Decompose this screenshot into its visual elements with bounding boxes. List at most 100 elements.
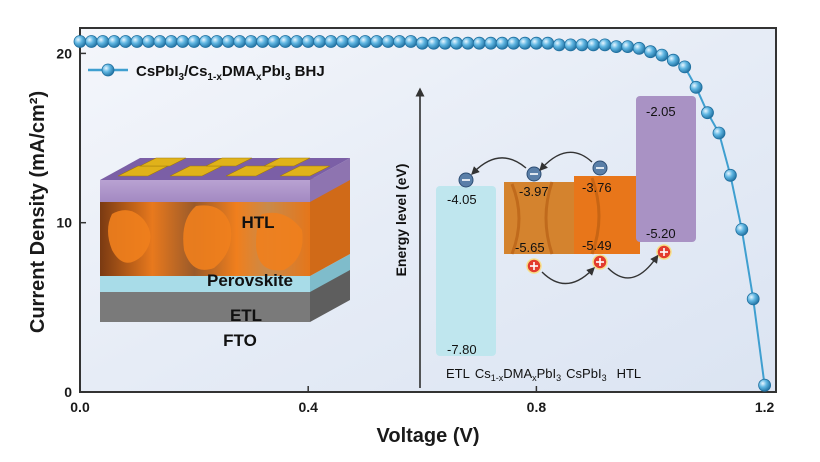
etl-homo: -7.80	[447, 342, 477, 357]
energy-axis-label: Energy level (eV)	[393, 164, 409, 277]
bhj-homo: -5.65	[515, 240, 545, 255]
y-tick-label: 0	[64, 384, 72, 400]
etl-side	[310, 254, 350, 292]
label-cspbi3-sub: 3	[602, 373, 607, 383]
hole-icon	[656, 244, 672, 260]
label-htl: HTL	[617, 366, 642, 381]
data-point	[153, 35, 167, 48]
data-point	[381, 35, 395, 48]
label-bhj-sub: 3	[556, 373, 561, 383]
htl-side	[310, 158, 350, 202]
data-point	[450, 36, 463, 50]
data-point	[142, 35, 155, 48]
plot-frame	[79, 27, 777, 393]
etl-lumo: -4.05	[447, 192, 477, 207]
cspbi3-homo: -5.49	[582, 238, 612, 253]
electron-icon	[592, 160, 608, 176]
device-stack: FTO ETL Perovskite HTL	[100, 157, 350, 350]
label-cspbi3: CsPbI	[566, 366, 601, 381]
data-point	[746, 292, 760, 306]
y-tick-label: 20	[56, 45, 72, 61]
data-point	[724, 168, 737, 182]
legend-label: CsPbI3/Cs1-xDMAxPbI3 BHJ	[136, 63, 325, 83]
etl-band	[436, 186, 496, 356]
legend-label-sub: 3	[179, 72, 185, 83]
data-point	[564, 38, 577, 52]
legend-label-part: /Cs	[184, 63, 207, 80]
data-point	[256, 35, 270, 48]
htl-front	[100, 180, 310, 202]
data-point	[701, 106, 714, 120]
data-point	[598, 38, 612, 52]
perovskite-domain	[183, 205, 232, 270]
data-point	[404, 35, 418, 48]
data-point	[187, 35, 201, 48]
legend-label-part: CsPbI	[136, 63, 179, 80]
data-point	[484, 36, 498, 50]
htl-band	[636, 96, 696, 242]
gold-electrodes	[117, 157, 331, 177]
data-point	[278, 35, 292, 48]
x-tick-label: 0.0	[70, 399, 90, 415]
htl-homo: -5.20	[646, 226, 676, 241]
y-axis-label: Current Density (mA/cm²)	[27, 91, 49, 333]
series-markers	[73, 35, 771, 392]
layer-label-htl: HTL	[241, 213, 274, 232]
label-bhj-sub: 1-x	[491, 373, 504, 383]
label-bhj: PbI	[537, 366, 557, 381]
electron-icon	[526, 166, 542, 182]
x-tick-label: 1.2	[755, 399, 775, 415]
bhj-lumo: -3.97	[519, 184, 549, 199]
hole-transfer-arrow	[541, 267, 595, 285]
data-point	[267, 35, 281, 48]
data-point	[233, 35, 247, 48]
data-point	[518, 36, 532, 50]
data-point	[347, 35, 361, 48]
data-point	[335, 35, 349, 48]
hole-icon	[526, 258, 542, 274]
data-point	[609, 40, 623, 53]
data-point	[73, 35, 87, 48]
gold-pad	[279, 165, 331, 177]
data-point	[313, 35, 327, 48]
legend-label-part: DMA	[222, 63, 256, 80]
perovskite-domain	[108, 210, 151, 263]
legend-label-part: BHJ	[291, 63, 325, 80]
y-tick-label: 10	[56, 215, 72, 231]
data-point	[370, 35, 384, 48]
layer-label-etl: ETL	[230, 306, 262, 325]
legend-label-sub: 1-x	[207, 72, 222, 83]
data-point	[130, 35, 144, 48]
band-texture	[510, 177, 601, 255]
data-point	[507, 36, 520, 50]
data-point	[552, 38, 566, 52]
label-bhj-sub: x	[532, 373, 537, 383]
data-point	[393, 35, 406, 48]
data-point	[96, 35, 110, 48]
layer-label-perovskite: Perovskite	[207, 271, 293, 290]
etl-front	[100, 276, 310, 292]
data-point	[290, 35, 304, 48]
data-point	[221, 35, 235, 48]
data-point	[655, 48, 669, 62]
data-point	[199, 35, 212, 48]
data-point	[358, 35, 372, 48]
y-ticks: 0 10 20	[56, 45, 86, 400]
data-point	[119, 35, 132, 48]
data-point	[461, 36, 475, 50]
data-point	[530, 36, 543, 50]
data-point	[415, 36, 429, 50]
data-point	[438, 36, 452, 50]
legend-label-part: PbI	[262, 63, 285, 80]
data-point	[644, 45, 657, 59]
data-point	[666, 53, 680, 67]
electron-transfer-arrow	[471, 157, 527, 175]
hole-icon	[592, 254, 608, 270]
fto-front	[100, 290, 310, 322]
electron-icon	[458, 172, 474, 188]
label-etl: ETL	[446, 366, 470, 381]
data-point	[324, 35, 338, 48]
data-point	[735, 223, 749, 236]
